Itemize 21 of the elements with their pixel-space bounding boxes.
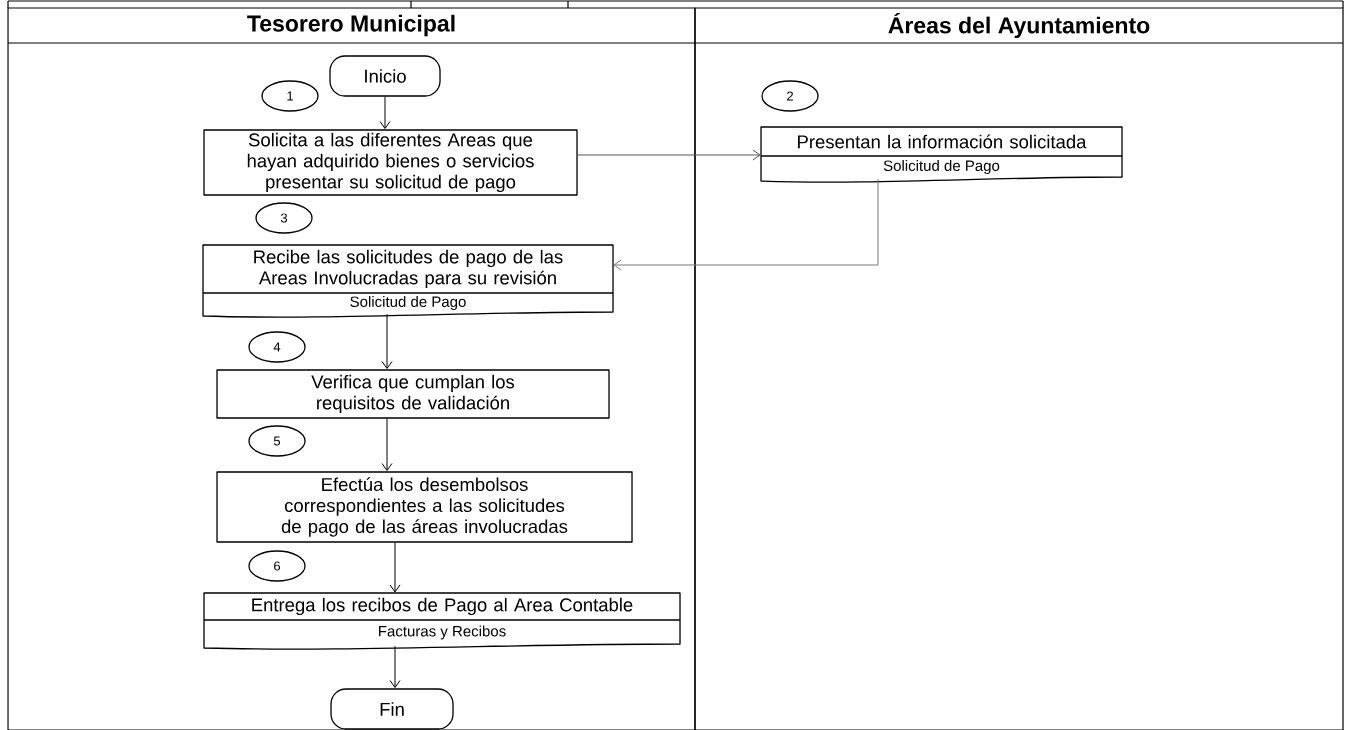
- terminator: Inicio: [329, 55, 441, 97]
- arrow: [381, 313, 393, 369]
- arrow: [389, 645, 401, 688]
- terminator: Fin: [330, 688, 454, 730]
- arrow: [613, 178, 879, 271]
- step-number: 3: [255, 202, 313, 234]
- step-number: 5: [248, 425, 306, 457]
- arrow: [379, 96, 391, 129]
- process-box: Verifica que cumplan los requisitos de validación: [216, 369, 610, 419]
- document-box: Recibe las solicitudes de pago de las Areas Involucradas para su revisión Solicitud de Pago: [202, 244, 614, 318]
- arrow: [389, 542, 401, 593]
- step-number: 2: [761, 80, 819, 112]
- process-box: Solicita a las diferentes Areas que hayan adquirido bienes o servicios presentar su solicitud de pago: [203, 129, 578, 196]
- arrow: [381, 418, 393, 471]
- step-number: 1: [261, 80, 319, 112]
- arrow: [577, 149, 761, 161]
- step-number: 6: [248, 550, 306, 582]
- step-number: 4: [248, 331, 306, 363]
- document-box: Presentan la información solicitada Solicitud de Pago: [760, 126, 1123, 183]
- process-box: Efectúa los desembolsos correspondientes a las solicitudes de pago de las áreas involucradas: [216, 471, 633, 543]
- document-box: Entrega los recibos de Pago al Area Contable Facturas y Recibos: [203, 592, 681, 650]
